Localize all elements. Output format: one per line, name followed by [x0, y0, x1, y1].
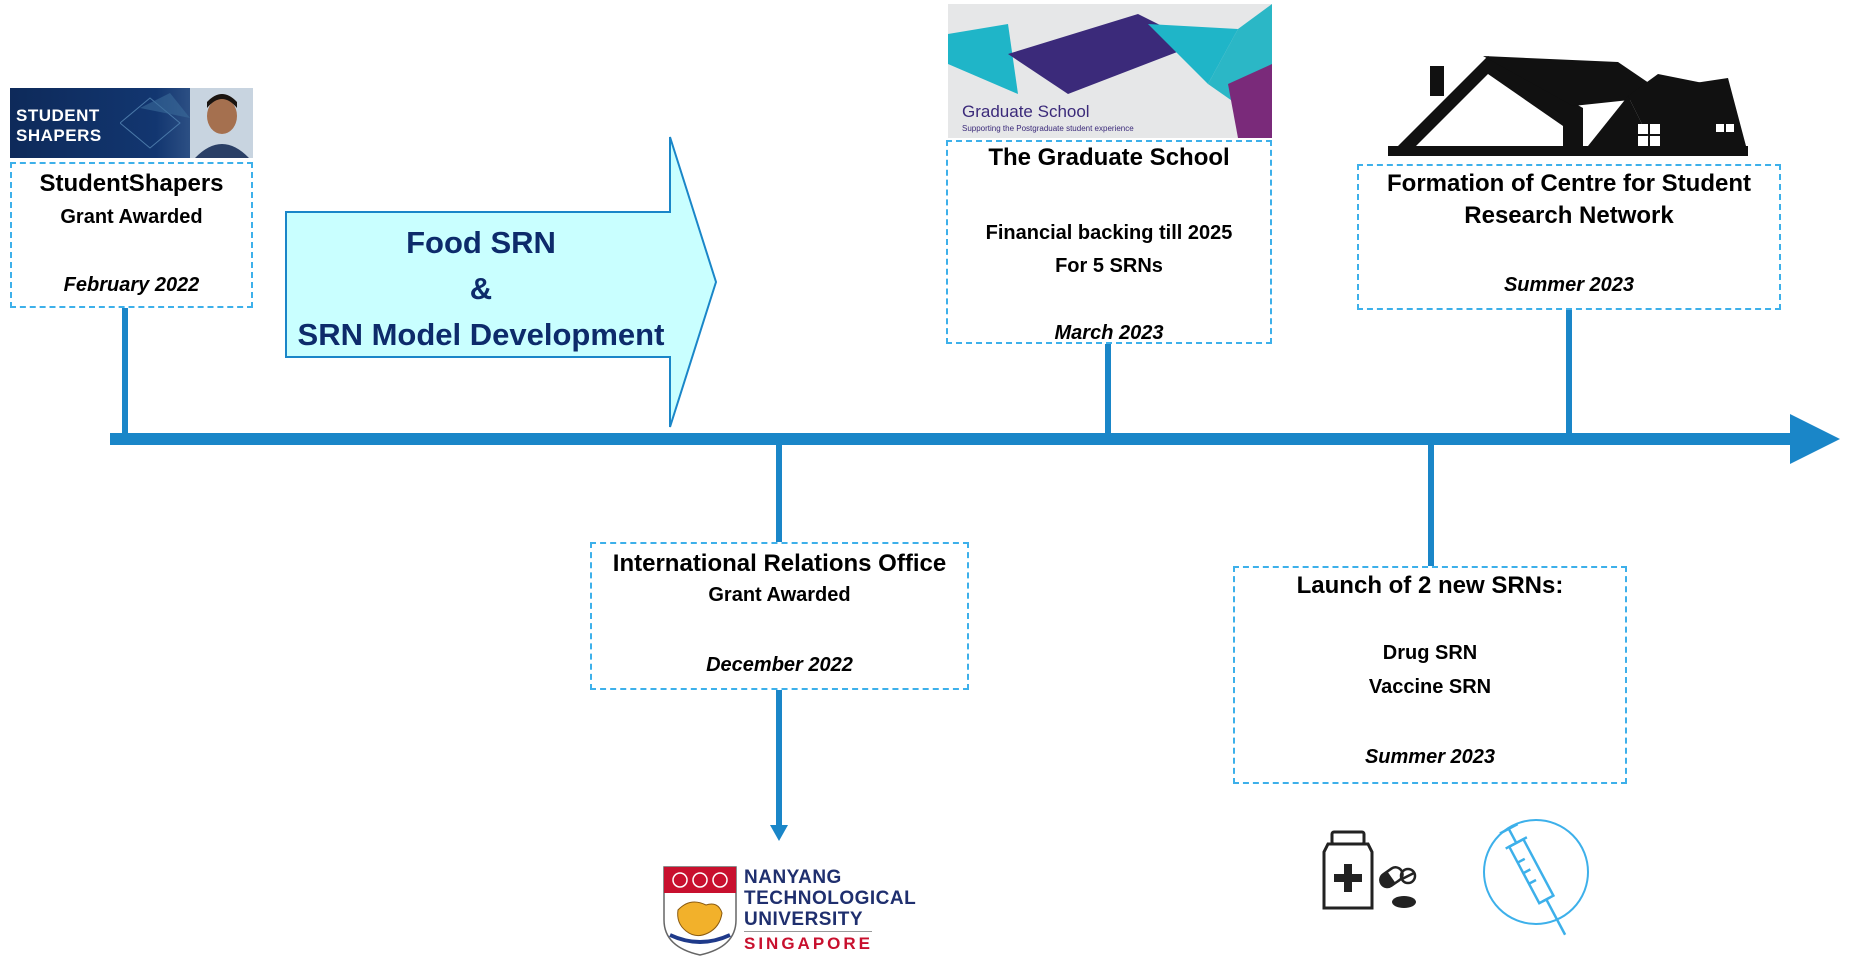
event-title: International Relations Office [612, 550, 947, 577]
connector-iro [776, 444, 782, 542]
graduate-school-banner-graphic [948, 4, 1272, 138]
event-title-line1: Formation of Centre for Student [1387, 170, 1751, 197]
studentshapers-logo: STUDENT SHAPERS [10, 88, 253, 158]
graduate-school-banner-title: Graduate School [962, 102, 1090, 121]
studentshapers-logo-line2: SHAPERS [16, 126, 102, 145]
ntu-crest-icon [663, 866, 737, 956]
event-date: March 2023 [1054, 322, 1164, 344]
event-line2: For 5 SRNs [1055, 255, 1163, 277]
ntu-divider [744, 931, 872, 932]
event-date: Summer 2023 [1503, 274, 1635, 296]
connector-studentshapers [122, 306, 128, 436]
studentshapers-logo-line1: STUDENT [16, 106, 100, 125]
food-srn-line1: Food SRN [406, 225, 556, 260]
graduate-school-banner: Graduate School Supporting the Postgradu… [948, 4, 1272, 138]
ntu-line4: SINGAPORE [744, 934, 874, 953]
pills-icon [1379, 866, 1417, 908]
medicine-bottle-icon [1322, 830, 1374, 910]
ntu-logo: NANYANG TECHNOLOGICAL UNIVERSITY SINGAPO… [660, 865, 920, 956]
food-srn-line3: SRN Model Development [297, 317, 665, 352]
connector-graduate-school [1105, 343, 1111, 435]
timeline-axis [110, 433, 1800, 445]
event-iro: International Relations Office Grant Awa… [590, 542, 969, 690]
ntu-line3: UNIVERSITY [744, 909, 864, 930]
connector-centre [1566, 309, 1572, 435]
food-srn-line2: & [469, 271, 493, 306]
event-graduate-school: The Graduate School Financial backing ti… [946, 140, 1272, 344]
connector-iro-down [776, 690, 782, 830]
house-icon [1388, 56, 1748, 156]
event-subtitle: Grant Awarded [708, 584, 851, 606]
timeline-arrowhead [1790, 414, 1840, 464]
event-item1: Drug SRN [1382, 642, 1478, 664]
studentshapers-photo [120, 88, 253, 158]
event-date: December 2022 [706, 654, 853, 676]
event-title-line2: Research Network [1464, 202, 1674, 229]
event-studentshapers: StudentShapers Grant Awarded February 20… [10, 162, 253, 308]
ntu-line2: TECHNOLOGICAL [744, 888, 917, 909]
food-srn-arrow [285, 136, 718, 428]
event-date: Summer 2023 [1364, 746, 1496, 768]
event-item2: Vaccine SRN [1368, 676, 1492, 698]
event-subtitle: Grant Awarded [60, 206, 203, 228]
event-line1: Financial backing till 2025 [985, 222, 1233, 244]
event-title: Launch of 2 new SRNs: [1296, 572, 1564, 599]
graduate-school-banner-sub: Supporting the Postgraduate student expe… [962, 124, 1134, 133]
event-title: StudentShapers [39, 170, 224, 197]
connector-new-srns [1428, 444, 1434, 568]
event-centre: Formation of Centre for Student Research… [1357, 164, 1781, 310]
connector-iro-arrowhead [770, 825, 788, 841]
event-date: February 2022 [63, 274, 200, 296]
syringe-icon [1483, 819, 1589, 936]
event-title: The Graduate School [988, 144, 1230, 171]
ntu-line1: NANYANG [744, 867, 842, 888]
event-new-srns: Launch of 2 new SRNs: Drug SRN Vaccine S… [1233, 566, 1627, 784]
